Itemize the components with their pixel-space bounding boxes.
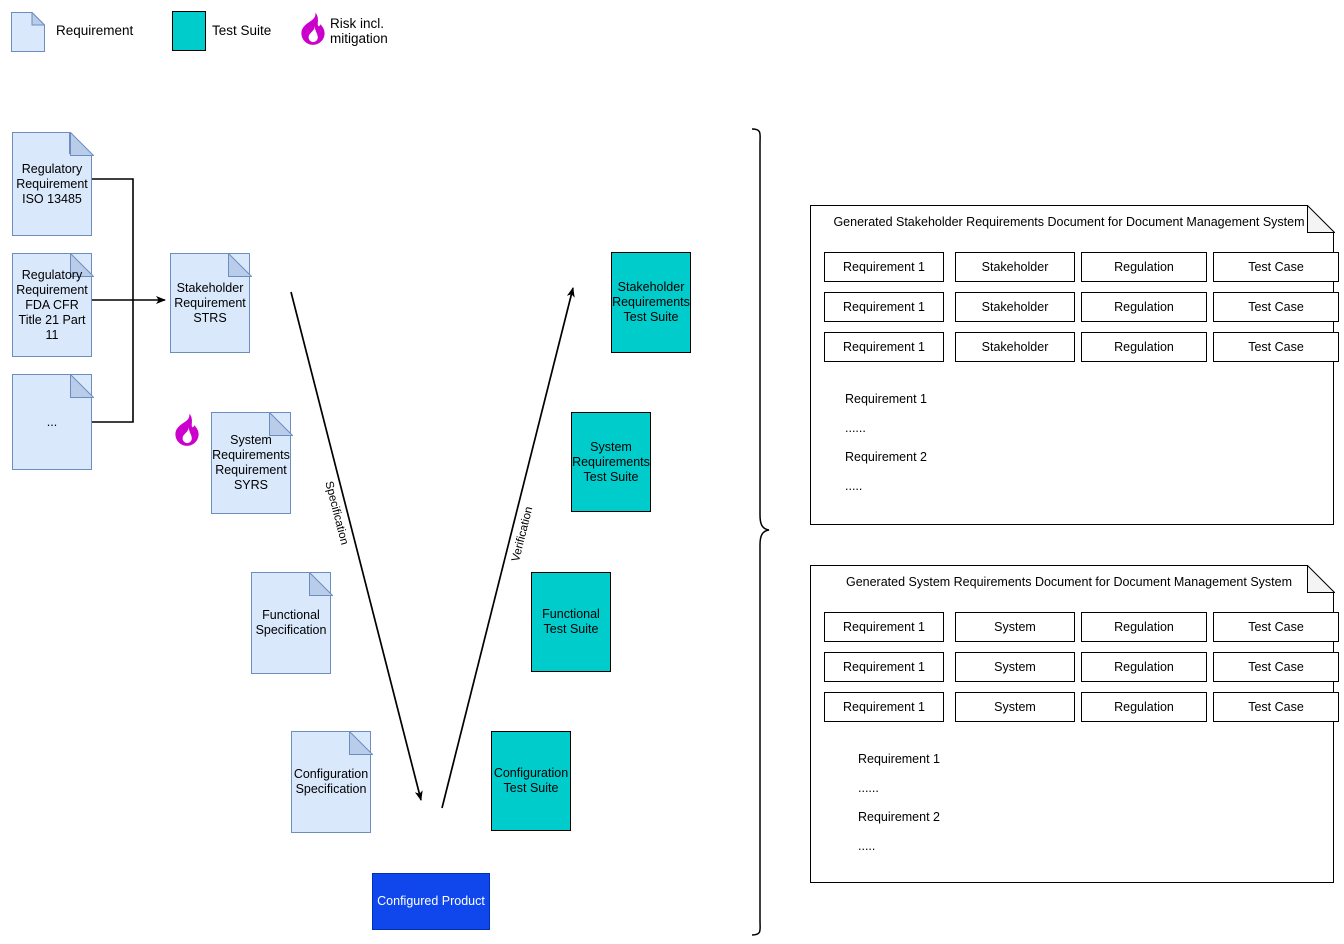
fold-corner-outline-icon <box>1307 205 1335 233</box>
table-cell[interactable]: Test Case <box>1213 612 1339 642</box>
test-suite-label: Configuration Test Suite <box>493 766 569 795</box>
fold-corner-icon <box>228 253 252 277</box>
panel-title: Generated System Requirements Document f… <box>845 575 1293 589</box>
requirement-label: Stakeholder Requirement STRS <box>174 280 246 325</box>
table-row: Requirement 1 Stakeholder Regulation Tes… <box>824 292 1339 322</box>
square-icon <box>172 11 206 51</box>
table-cell[interactable]: Test Case <box>1213 252 1339 282</box>
table-cell[interactable]: Requirement 1 <box>824 292 944 322</box>
table-cell[interactable]: Stakeholder <box>955 292 1075 322</box>
table-cell[interactable]: Regulation <box>1081 612 1207 642</box>
document-icon <box>11 12 45 52</box>
legend-label-test-suite: Test Suite <box>212 23 272 38</box>
requirement-regulatory-iso[interactable]: Regulatory Requirement ISO 13485 <box>12 132 94 236</box>
flame-icon <box>301 12 325 45</box>
connector-regulatory-to-strs <box>92 178 134 423</box>
requirement-system-syrs[interactable]: System Requirements Requirement SYRS <box>211 412 293 514</box>
table-cell[interactable]: Requirement 1 <box>824 612 944 642</box>
table-cell[interactable]: Requirement 1 <box>824 692 944 722</box>
table-cell[interactable]: Regulation <box>1081 292 1207 322</box>
panel-body-line: ...... <box>858 781 879 795</box>
requirement-label: System Requirements Requirement SYRS <box>212 433 290 492</box>
fold-corner-icon <box>70 132 94 156</box>
table-cell[interactable]: Test Case <box>1213 652 1339 682</box>
requirement-more[interactable]: ... <box>12 374 94 470</box>
test-suite-label: Functional Test Suite <box>542 607 600 636</box>
table-cell[interactable]: System <box>955 692 1075 722</box>
legend-label-requirement: Requirement <box>56 23 134 38</box>
table-cell[interactable]: Stakeholder <box>955 252 1075 282</box>
table-cell[interactable]: Test Case <box>1213 332 1339 362</box>
test-suite-stakeholder[interactable]: Stakeholder Requirements Test Suite <box>611 252 691 353</box>
table-cell[interactable]: Test Case <box>1213 692 1339 722</box>
requirement-stakeholder-strs[interactable]: Stakeholder Requirement STRS <box>170 253 252 353</box>
table-row: Requirement 1 Stakeholder Regulation Tes… <box>824 332 1339 362</box>
table-cell[interactable]: Requirement 1 <box>824 332 944 362</box>
table-cell[interactable]: System <box>955 652 1075 682</box>
legend: Requirement Test Suite Risk incl. mitiga… <box>0 0 440 62</box>
table-cell[interactable]: Regulation <box>1081 252 1207 282</box>
test-suite-label: Stakeholder Requirements Test Suite <box>612 280 690 324</box>
requirement-label: Configuration Specification <box>293 767 369 796</box>
test-suite-system[interactable]: System Requirements Test Suite <box>571 412 651 512</box>
configured-product[interactable]: Configured Product <box>372 873 490 930</box>
fold-corner-icon <box>70 253 94 277</box>
flame-icon <box>175 413 199 446</box>
fold-corner-icon <box>309 572 333 596</box>
requirement-functional-specification[interactable]: Functional Specification <box>251 572 333 674</box>
table-row: Requirement 1 System Regulation Test Cas… <box>824 652 1339 682</box>
requirement-label: ... <box>46 414 58 429</box>
table-cell[interactable]: System <box>955 612 1075 642</box>
table-cell[interactable]: Regulation <box>1081 692 1207 722</box>
fold-corner-outline-icon <box>1307 565 1335 593</box>
arrow-specification <box>290 291 423 801</box>
panel-title: Generated Stakeholder Requirements Docum… <box>833 215 1305 229</box>
test-suite-label: System Requirements Test Suite <box>572 439 650 484</box>
legend-label-risk: Risk incl. mitigation <box>330 16 388 46</box>
panel-body-line: Requirement 1 <box>845 392 927 406</box>
generated-stakeholder-requirements-document[interactable]: Generated Stakeholder Requirements Docum… <box>810 205 1339 525</box>
test-suite-configuration[interactable]: Configuration Test Suite <box>491 731 571 831</box>
generated-system-requirements-document[interactable]: Generated System Requirements Document f… <box>810 565 1339 883</box>
panel-body-line: ...... <box>845 421 866 435</box>
fold-corner-icon <box>269 412 293 436</box>
requirement-label: Regulatory Requirement FDA CFR Title 21 … <box>16 267 88 342</box>
panel-body-line: Requirement 2 <box>845 450 927 464</box>
panel-body-line: ..... <box>845 479 863 493</box>
table-row: Requirement 1 System Regulation Test Cas… <box>824 692 1339 722</box>
arrow-verification <box>441 287 575 809</box>
requirement-label: Regulatory Requirement ISO 13485 <box>16 161 88 206</box>
test-suite-functional[interactable]: Functional Test Suite <box>531 572 611 672</box>
grouping-brace <box>751 128 770 936</box>
fold-corner-icon <box>70 374 94 398</box>
panel-body-line: ..... <box>858 839 876 853</box>
table-row: Requirement 1 Stakeholder Regulation Tes… <box>824 252 1339 282</box>
requirement-configuration-specification[interactable]: Configuration Specification <box>291 731 373 833</box>
panel-body-line: Requirement 2 <box>858 810 940 824</box>
table-cell[interactable]: Requirement 1 <box>824 252 944 282</box>
table-cell[interactable]: Requirement 1 <box>824 652 944 682</box>
table-row: Requirement 1 System Regulation Test Cas… <box>824 612 1339 642</box>
requirement-label: Functional Specification <box>255 608 327 637</box>
fold-corner-icon <box>349 731 373 755</box>
table-cell[interactable]: Regulation <box>1081 652 1207 682</box>
table-cell[interactable]: Test Case <box>1213 292 1339 322</box>
requirement-regulatory-fda[interactable]: Regulatory Requirement FDA CFR Title 21 … <box>12 253 94 357</box>
table-cell[interactable]: Stakeholder <box>955 332 1075 362</box>
configured-product-label: Configured Product <box>377 894 485 908</box>
panel-body-line: Requirement 1 <box>858 752 940 766</box>
table-cell[interactable]: Regulation <box>1081 332 1207 362</box>
